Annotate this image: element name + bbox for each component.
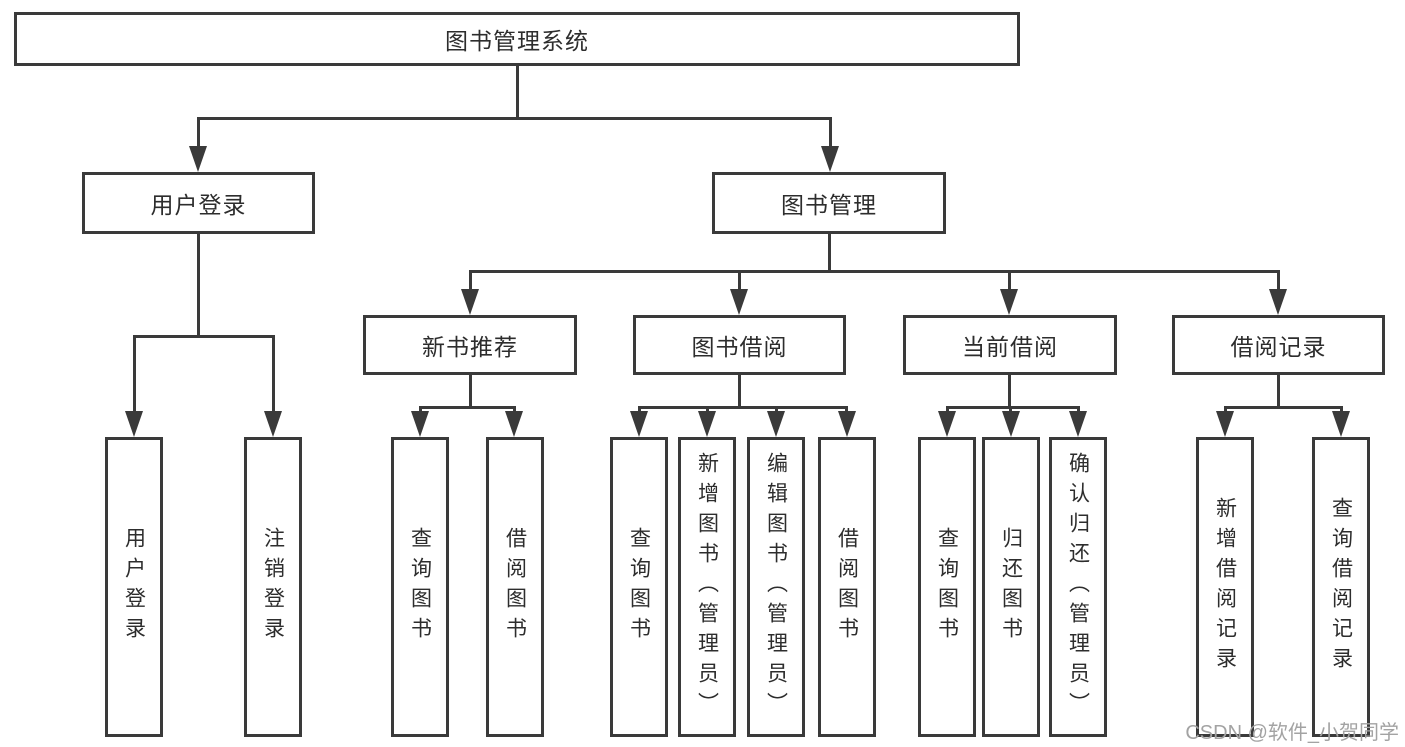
node-label: 用户登录 — [150, 192, 247, 218]
arrow-down-icon — [730, 289, 748, 315]
arrow-down-icon — [938, 411, 956, 437]
connector-line — [1224, 406, 1343, 409]
node-book-management: 图书管理 — [712, 172, 946, 234]
arrow-down-icon — [1069, 411, 1087, 437]
leaf-label: 查询图书 — [408, 527, 432, 647]
node-book-borrowing: 图书借阅 — [633, 315, 846, 375]
arrow-down-icon — [698, 411, 716, 437]
arrow-down-icon — [1002, 411, 1020, 437]
arrow-down-icon — [461, 289, 479, 315]
arrow-down-icon — [505, 411, 523, 437]
connector-line — [133, 335, 275, 338]
arrow-down-icon — [838, 411, 856, 437]
node-label: 新书推荐 — [422, 334, 518, 360]
leaf-edit-books-admin: 编辑图书（管理员） — [747, 437, 805, 737]
node-library-management-system: 图书管理系统 — [14, 12, 1020, 66]
connector-line — [706, 406, 709, 414]
connector-line — [1224, 406, 1227, 414]
connector-line — [738, 270, 741, 291]
connector-line — [516, 66, 519, 119]
connector-line — [946, 406, 949, 414]
arrow-down-icon — [1332, 411, 1350, 437]
leaf-label: 编辑图书（管理员） — [764, 452, 788, 722]
leaf-add-books-admin: 新增图书（管理员） — [678, 437, 736, 737]
node-label: 图书管理系统 — [445, 28, 589, 54]
arrow-down-icon — [1269, 289, 1287, 315]
leaf-query-borrow-record: 查询借阅记录 — [1312, 437, 1370, 737]
connector-line — [197, 117, 200, 148]
connector-line — [197, 117, 831, 120]
connector-line — [133, 335, 136, 413]
arrow-down-icon — [821, 146, 839, 172]
leaf-label: 查询借阅记录 — [1329, 497, 1353, 677]
connector-line — [513, 406, 516, 414]
leaf-add-borrow-record: 新增借阅记录 — [1196, 437, 1254, 737]
connector-line — [419, 406, 422, 414]
leaf-label: 查询图书 — [935, 527, 959, 647]
connector-line — [419, 406, 516, 409]
node-label: 图书管理 — [781, 192, 877, 218]
leaf-logout: 注销登录 — [244, 437, 302, 737]
node-user-login: 用户登录 — [82, 172, 315, 234]
leaf-borrow-books-recommend: 借阅图书 — [486, 437, 544, 737]
arrow-down-icon — [411, 411, 429, 437]
leaf-label: 归还图书 — [999, 527, 1023, 647]
connector-line — [1008, 270, 1011, 291]
arrow-down-icon — [1000, 289, 1018, 315]
arrow-down-icon — [264, 411, 282, 437]
connector-line — [469, 270, 1280, 273]
leaf-query-books-current: 查询图书 — [918, 437, 976, 737]
leaf-label: 确认归还（管理员） — [1066, 452, 1090, 722]
connector-line — [828, 234, 831, 272]
leaf-confirm-return-admin: 确认归还（管理员） — [1049, 437, 1107, 737]
connector-line — [469, 270, 472, 291]
leaf-query-books-recommend: 查询图书 — [391, 437, 449, 737]
connector-line — [845, 406, 848, 414]
leaf-label: 新增借阅记录 — [1213, 497, 1237, 677]
node-current-borrowing: 当前借阅 — [903, 315, 1117, 375]
leaf-return-books: 归还图书 — [982, 437, 1040, 737]
connector-line — [946, 406, 1080, 409]
csdn-watermark: CSDN @软件_小贺同学 — [1185, 722, 1399, 744]
leaf-label: 用户登录 — [122, 527, 146, 647]
leaf-label: 借阅图书 — [835, 527, 859, 647]
arrow-down-icon — [767, 411, 785, 437]
arrow-down-icon — [125, 411, 143, 437]
connector-line — [738, 375, 741, 409]
connector-line — [1077, 406, 1080, 414]
leaf-label: 新增图书（管理员） — [695, 452, 719, 722]
connector-line — [1340, 406, 1343, 414]
arrow-down-icon — [189, 146, 207, 172]
connector-line — [469, 375, 472, 409]
node-label: 借阅记录 — [1230, 334, 1327, 360]
leaf-borrow-books: 借阅图书 — [818, 437, 876, 737]
connector-line — [1009, 406, 1012, 414]
connector-line — [829, 117, 832, 148]
leaf-label: 借阅图书 — [503, 527, 527, 647]
leaf-label: 注销登录 — [261, 527, 285, 647]
connector-line — [197, 234, 200, 338]
arrow-down-icon — [630, 411, 648, 437]
node-label: 图书借阅 — [691, 334, 788, 360]
leaf-user-login: 用户登录 — [105, 437, 163, 737]
connector-line — [638, 406, 848, 409]
arrow-down-icon — [1216, 411, 1234, 437]
connector-line — [1277, 270, 1280, 291]
node-borrowing-records: 借阅记录 — [1172, 315, 1385, 375]
node-new-book-recommendation: 新书推荐 — [363, 315, 577, 375]
leaf-label: 查询图书 — [627, 527, 651, 647]
connector-line — [638, 406, 641, 414]
connector-line — [775, 406, 778, 414]
connector-line — [272, 335, 275, 413]
node-label: 当前借阅 — [962, 334, 1058, 360]
connector-line — [1008, 375, 1011, 409]
leaf-query-books-borrowing: 查询图书 — [610, 437, 668, 737]
connector-line — [1277, 375, 1280, 409]
